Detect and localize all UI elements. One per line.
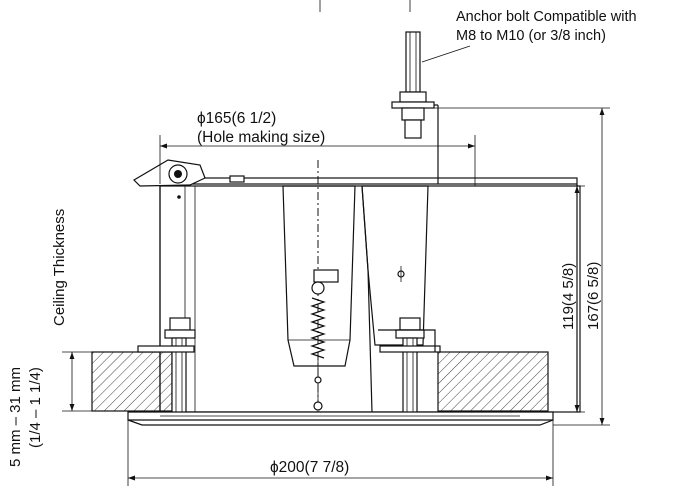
height-119-label: 119(4 5/8) bbox=[560, 263, 577, 330]
hole-dimension-label: ϕ165(6 1/2) bbox=[197, 110, 276, 127]
height-167-label: 167(6 5/8) bbox=[585, 262, 602, 330]
thickness-inch-label: (1/4 – 1 1/4) bbox=[27, 367, 44, 448]
anchor-bolt-label-line2: M8 to M10 (or 3/8 inch) bbox=[456, 28, 606, 44]
anchor-bolt-label-line1: Anchor bolt Compatible with bbox=[456, 9, 637, 25]
ceiling-thickness-label: Ceiling Thickness bbox=[51, 209, 68, 326]
top-reference-lines bbox=[319, 0, 411, 12]
thickness-mm-label: 5 mm – 31 mm bbox=[7, 367, 24, 467]
ceiling-board-right bbox=[437, 351, 549, 412]
bottom-flange bbox=[127, 411, 554, 426]
spring bbox=[310, 269, 339, 411]
dim-ceiling-thickness bbox=[62, 351, 160, 412]
dim-height-167 bbox=[434, 107, 610, 426]
clamp-lever bbox=[133, 159, 245, 199]
left-clamp-screw bbox=[137, 317, 196, 419]
ceiling-board-left bbox=[91, 351, 173, 412]
dim-diameter-200 bbox=[127, 420, 554, 486]
anchor-bolt-leader bbox=[421, 45, 471, 63]
diameter-200-label: ϕ200(7 7/8) bbox=[270, 459, 349, 476]
hole-note-label: (Hole making size) bbox=[197, 129, 325, 146]
anchor-bolt bbox=[391, 31, 439, 184]
right-bracket bbox=[361, 185, 429, 413]
right-clamp-screw bbox=[378, 317, 441, 419]
dim-height-119 bbox=[545, 185, 585, 413]
dim-hole-165 bbox=[159, 135, 476, 186]
